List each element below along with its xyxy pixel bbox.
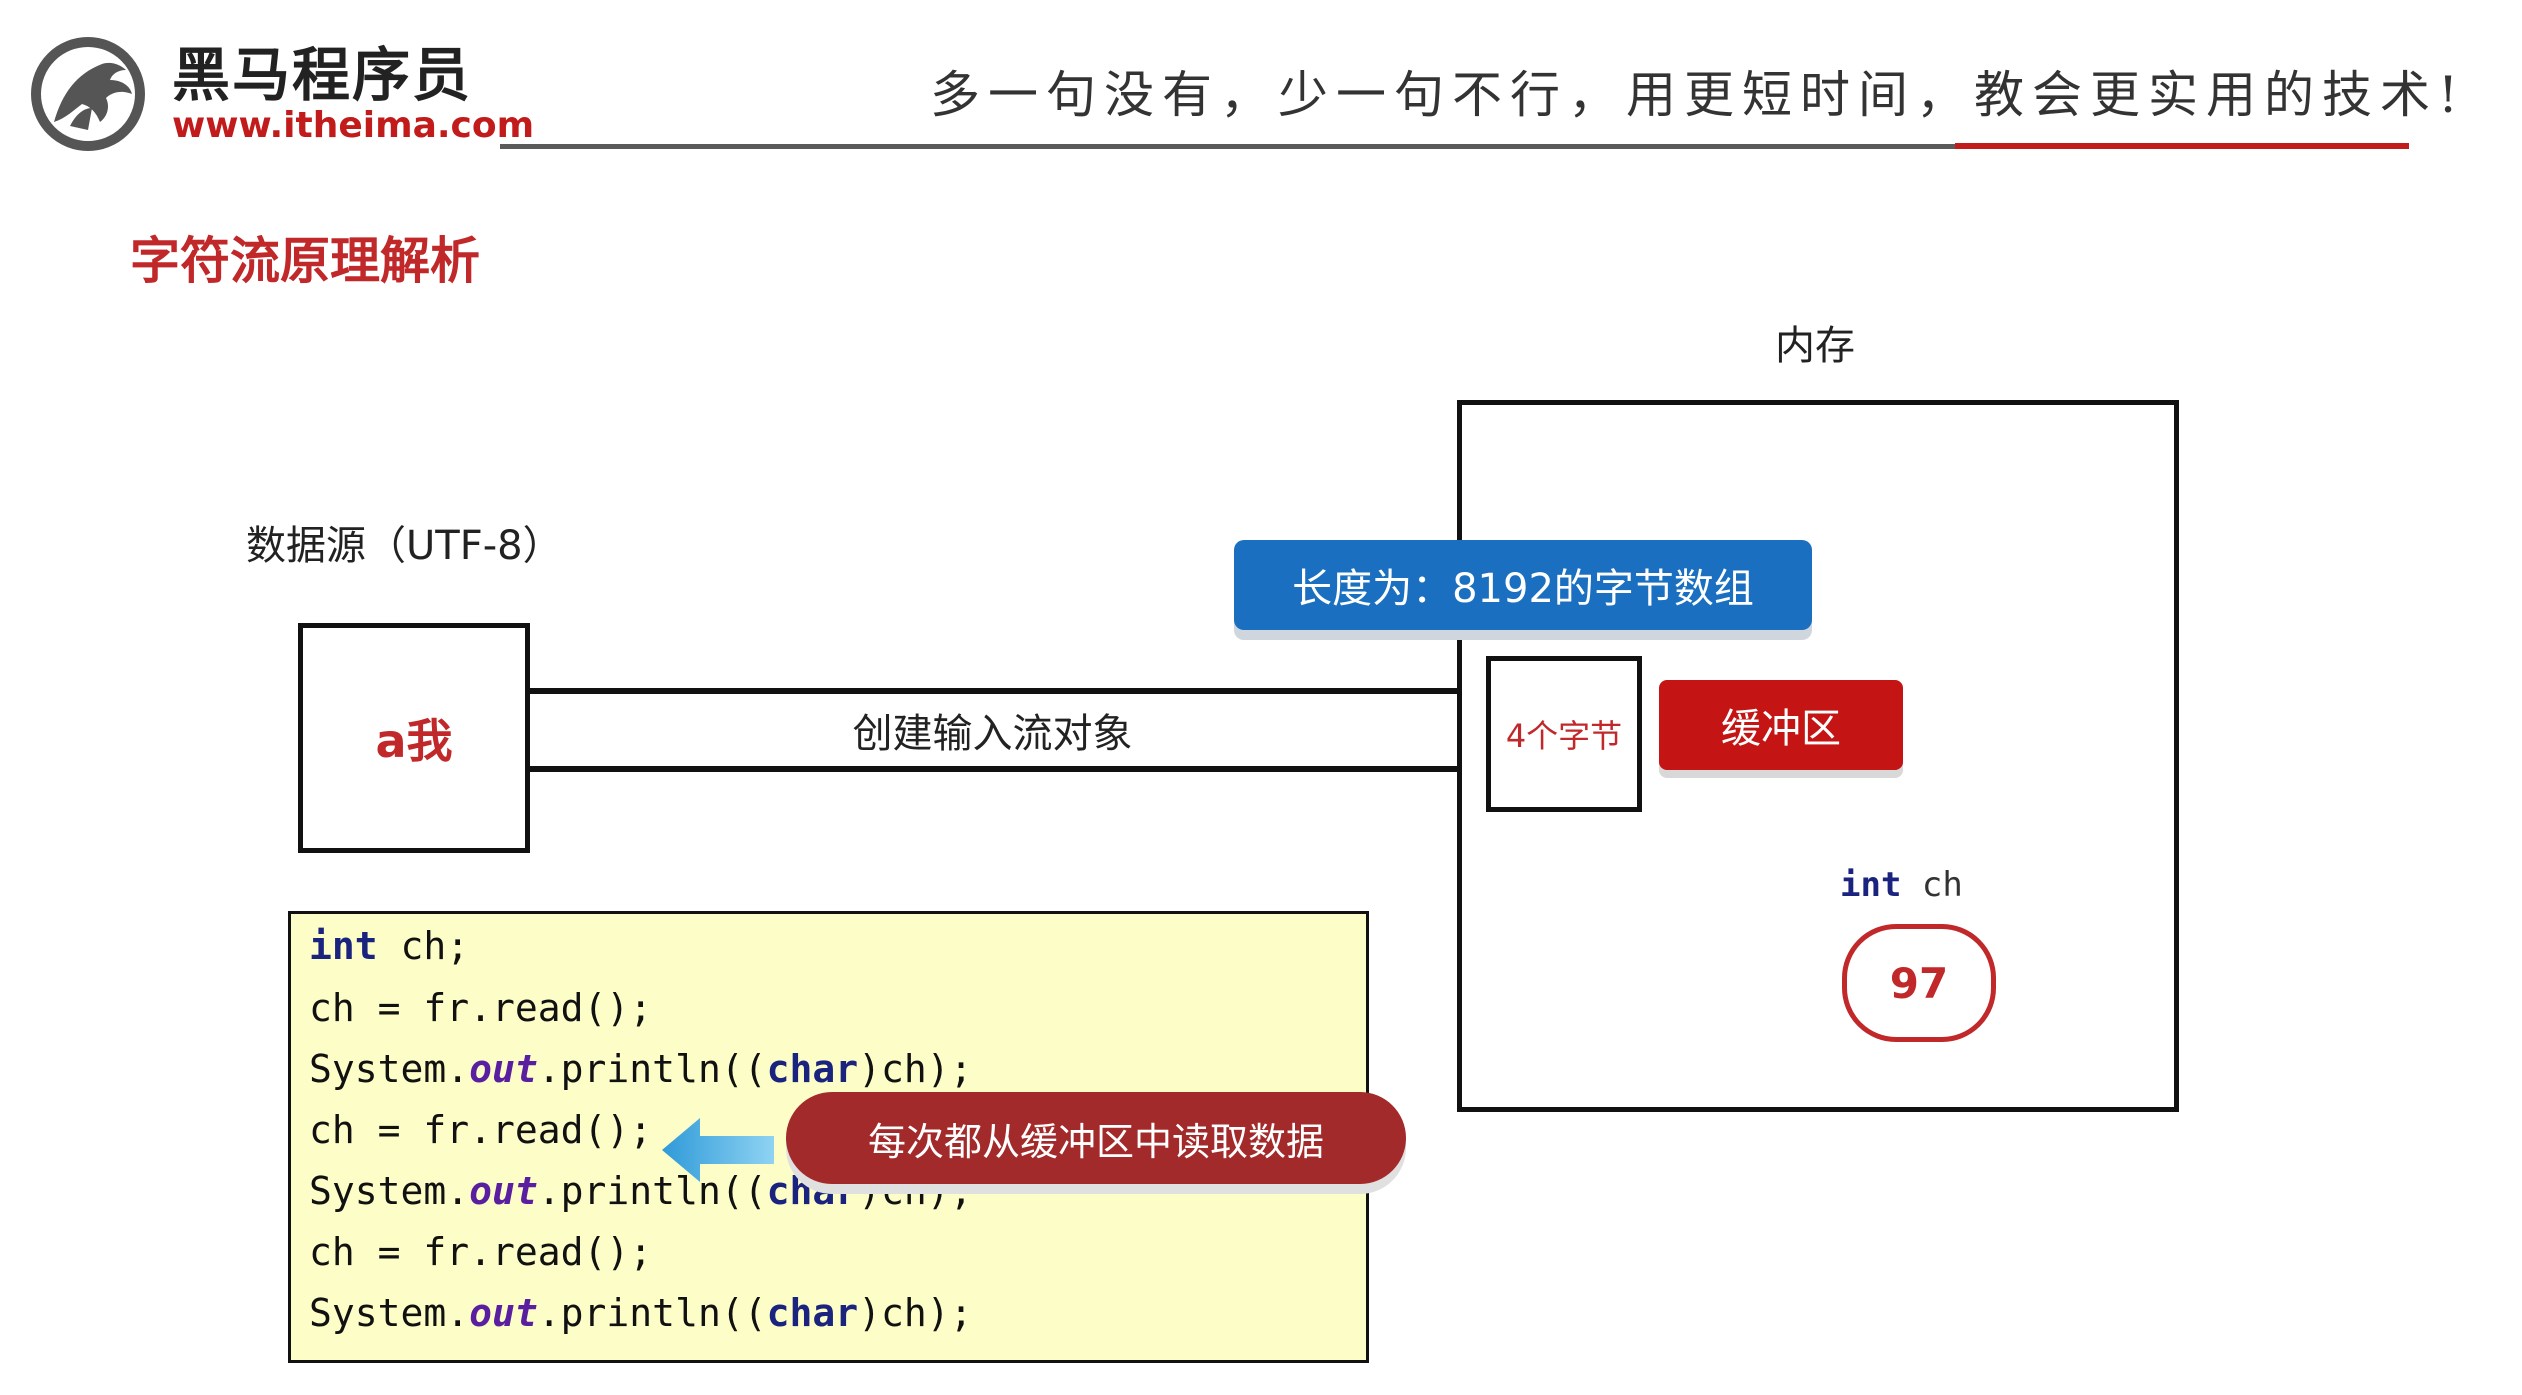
annotation-pill: 每次都从缓冲区中读取数据 [786,1092,1406,1184]
code-line: int ch; [309,920,469,972]
code-text: .println(( [537,1047,767,1091]
bytes-box: 4个字节 [1486,656,1642,812]
variable-value: 97 [1889,958,1949,1008]
variable-name: ch [1921,865,1963,905]
code-field: out [469,1047,538,1091]
section-title: 字符流原理解析 [130,232,480,290]
code-block: int ch;ch = fr.read();System.out.println… [288,911,1369,1363]
code-text: ch = fr.read(); [309,1230,653,1274]
variable-value-oval: 97 [1842,924,1996,1042]
variable-label: int ch [1840,862,1963,908]
code-text: )ch); [858,1291,973,1335]
logo-horse-icon [26,34,156,152]
byte-array-banner: 长度为：8192的字节数组 [1234,540,1812,630]
code-field: out [469,1169,538,1213]
code-keyword: char [766,1291,859,1335]
bytes-label: 4个字节 [1505,717,1623,755]
memory-label: 内存 [1775,323,1855,369]
code-text: System. [309,1291,470,1335]
code-line: ch = fr.read(); [309,1104,652,1156]
logo-name: 黑马程序员 [172,41,473,109]
arrow-left-icon [662,1118,774,1182]
code-field: out [469,1291,538,1335]
buffer-label: 缓冲区 [1721,706,1841,752]
buffer-badge: 缓冲区 [1659,680,1903,770]
code-text: ch = fr.read(); [309,1108,653,1152]
code-text: .println(( [537,1169,767,1213]
code-text: .println(( [537,1291,767,1335]
header-rule-accent [1955,143,2409,149]
slogan: 多一句没有，少一句不行，用更短时间，教会更实用的技术! [930,66,2467,124]
annotation-text: 每次都从缓冲区中读取数据 [867,1119,1324,1164]
code-text: ch = fr.read(); [309,986,653,1030]
data-source-box: a我 [298,623,530,853]
header-rule [500,144,1955,149]
logo-url: www.itheima.com [172,105,535,146]
input-stream-pipe: 创建输入流对象 [525,688,1460,772]
code-line: ch = fr.read(); [309,1226,652,1278]
code-text: )ch); [858,1047,973,1091]
code-keyword: char [766,1047,859,1091]
data-source-label: 数据源（UTF-8） [246,523,563,569]
code-line: ch = fr.read(); [309,982,652,1034]
data-source-content: a我 [375,714,453,768]
variable-type: int [1840,865,1902,905]
code-line: System.out.println((char)ch); [309,1287,972,1339]
code-text: ch; [377,924,470,968]
code-keyword: int [309,924,378,968]
code-text: System. [309,1047,470,1091]
input-stream-label: 创建输入流对象 [852,711,1133,757]
code-line: System.out.println((char)ch); [309,1043,972,1095]
byte-array-label: 长度为：8192的字节数组 [1292,566,1754,612]
code-text: System. [309,1169,470,1213]
